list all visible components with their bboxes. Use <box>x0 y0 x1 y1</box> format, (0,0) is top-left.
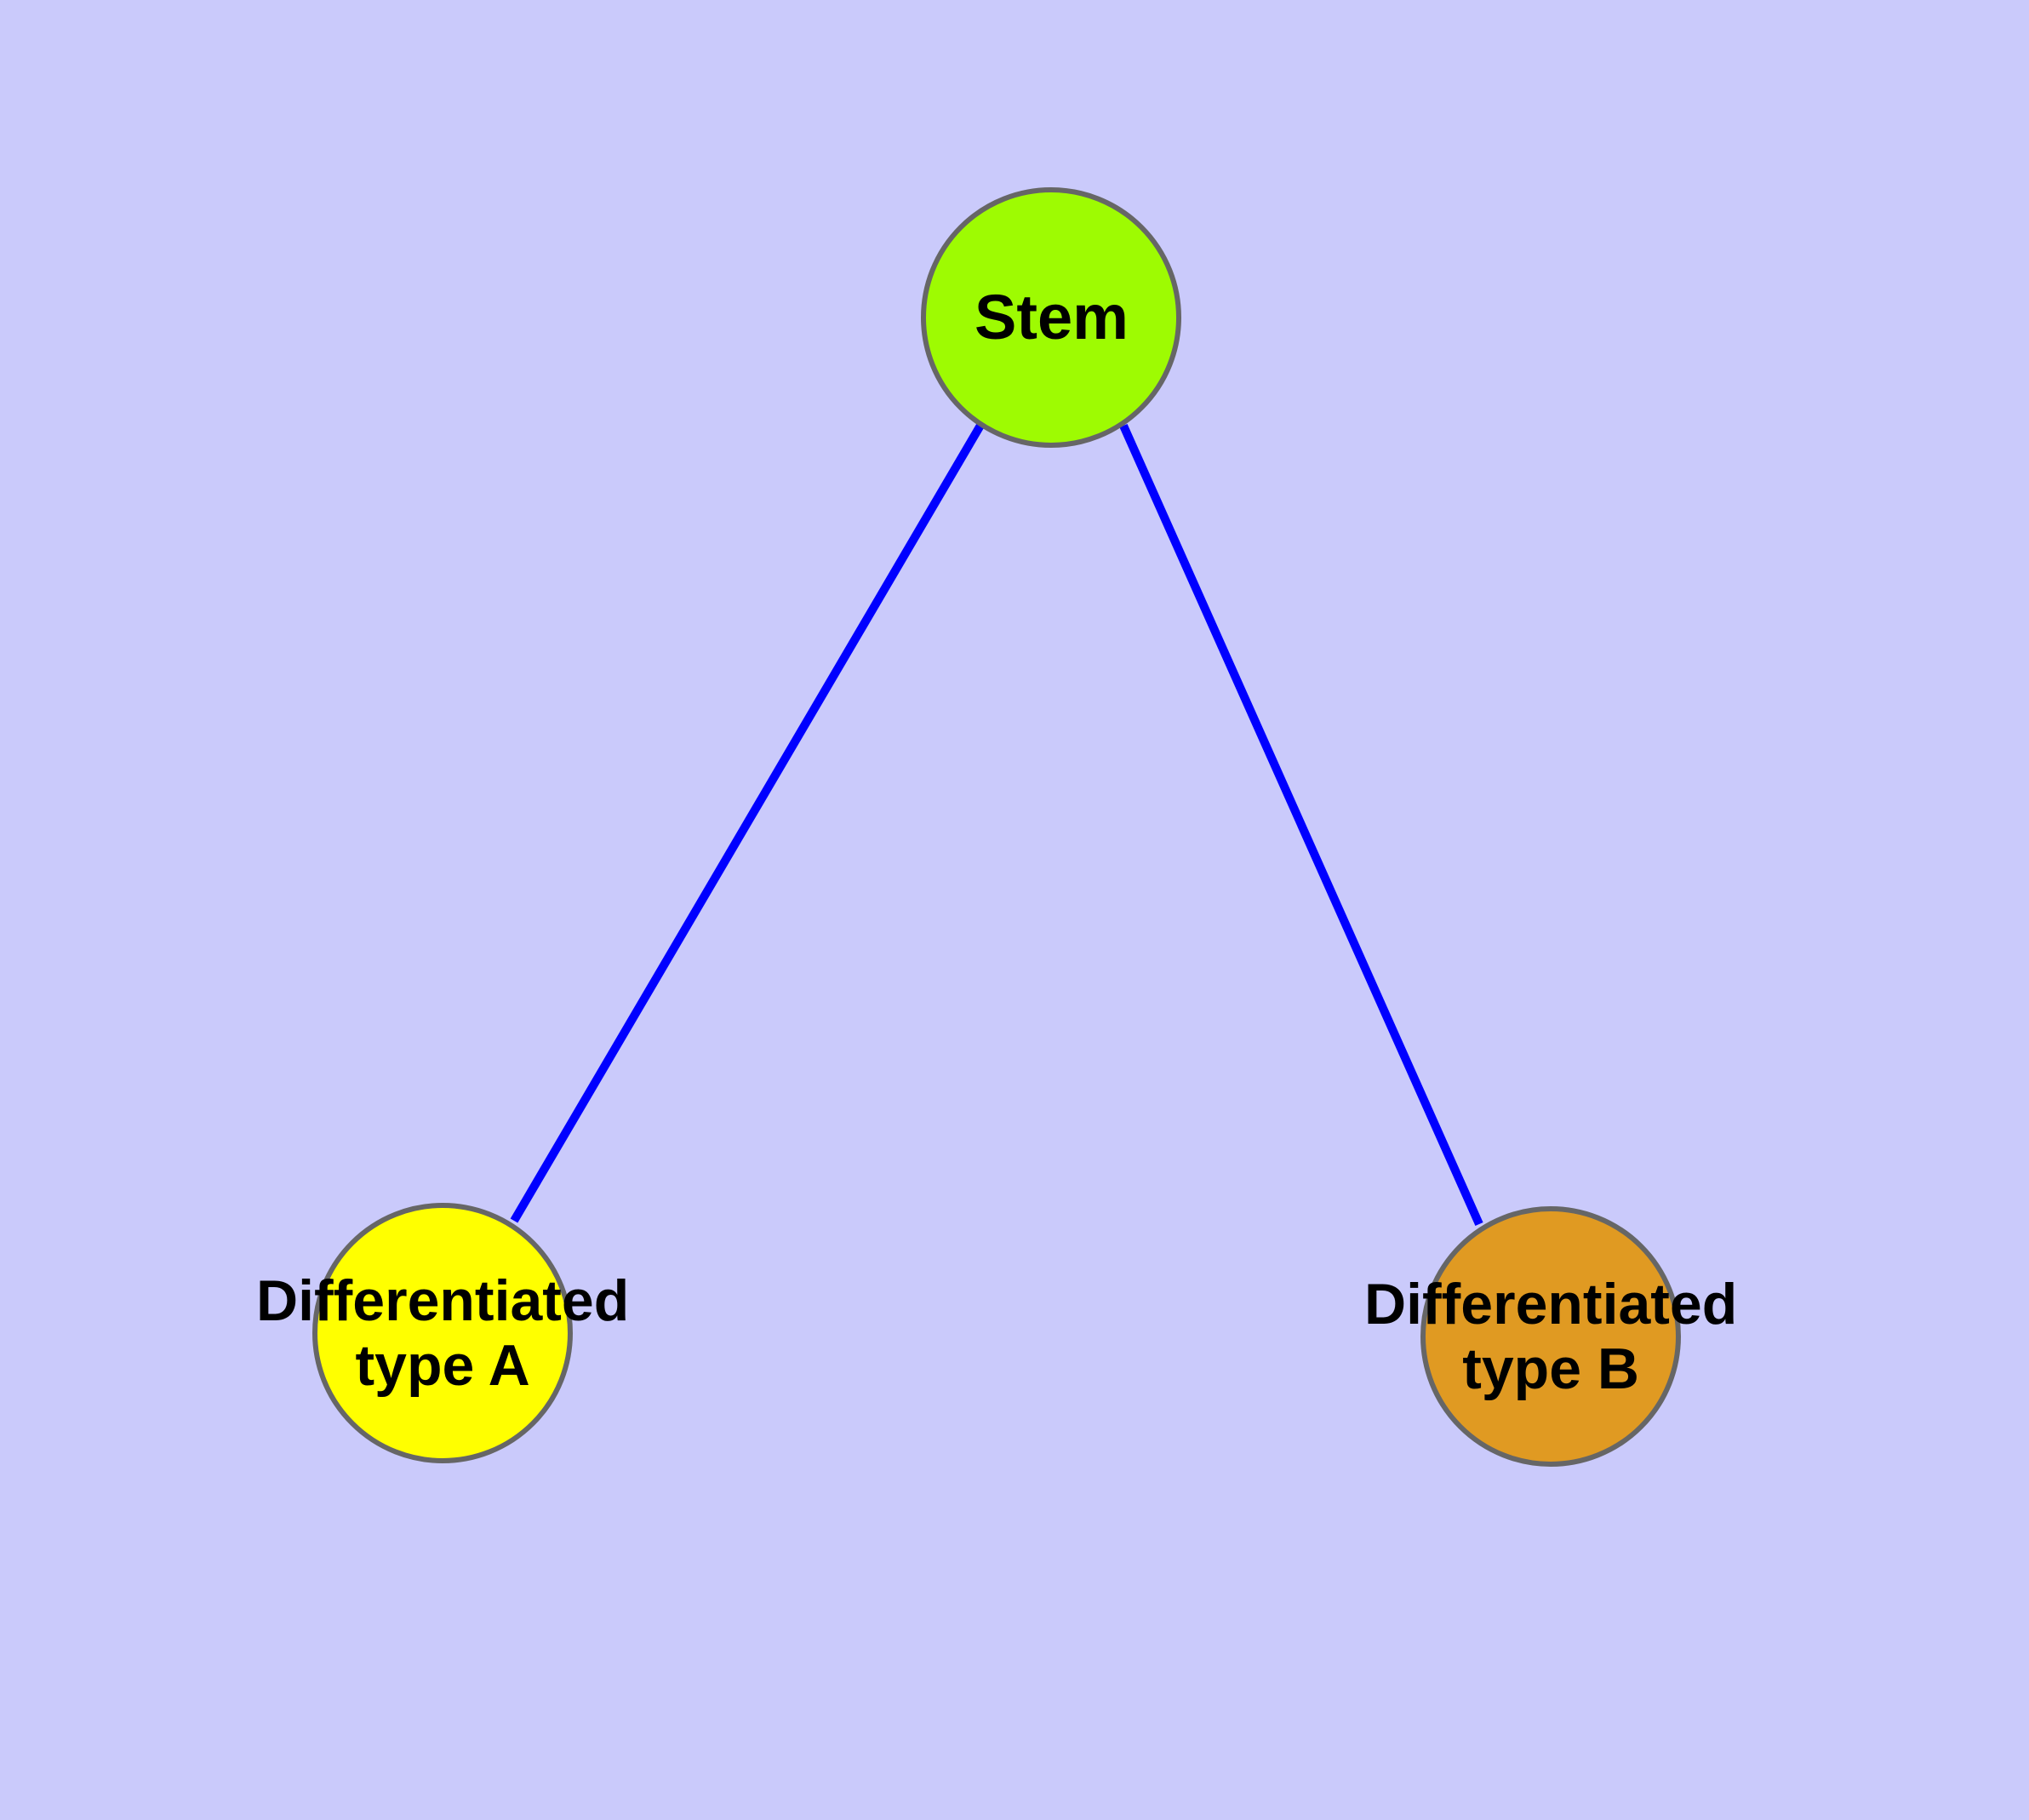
nodes-layer <box>312 187 1681 1467</box>
edges-layer <box>510 421 1483 1227</box>
edge-stem-to-diff-b[interactable] <box>1119 423 1483 1227</box>
node-circle-diff-a[interactable] <box>312 1203 573 1463</box>
edge-stem-to-diff-a[interactable] <box>510 421 986 1223</box>
node-circle-diff-b[interactable] <box>1420 1206 1681 1467</box>
node-circle-stem[interactable] <box>921 187 1181 448</box>
